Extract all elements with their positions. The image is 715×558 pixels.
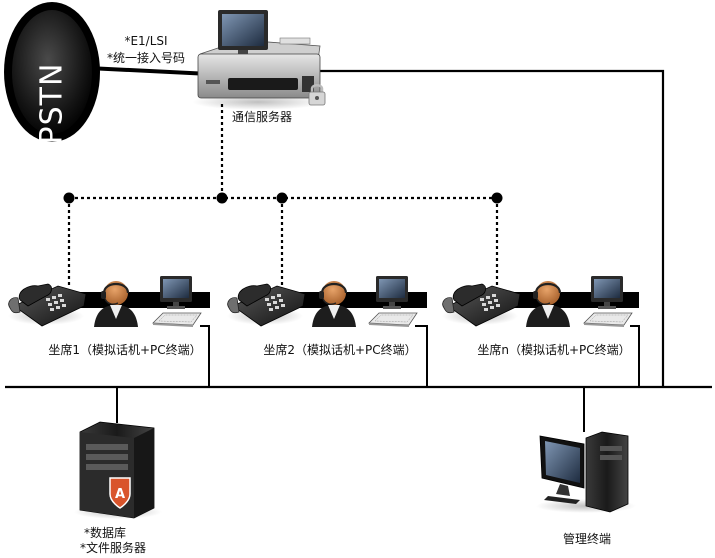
pstn-cloud-icon	[4, 2, 100, 142]
server-monitor	[218, 10, 268, 54]
telephone-icon	[7, 283, 87, 327]
trunk-label-e1: *E1/LSI	[124, 34, 168, 48]
db-badge: A	[109, 477, 131, 509]
database-server-icon: A	[74, 421, 162, 519]
telephone-icon	[226, 283, 306, 327]
voice-dotted-lines	[67, 104, 499, 288]
communication-server-icon	[192, 10, 324, 110]
db-label-fileserver: *文件服务器	[80, 541, 147, 555]
db-label-database: *数据库	[84, 526, 127, 540]
agent2-drop-line	[415, 325, 428, 387]
svg-text:A: A	[115, 487, 125, 502]
mgmt-label: 管理终端	[562, 532, 612, 546]
agent3-label: 坐席n（模拟话机+PC终端）	[477, 343, 631, 357]
pstn-label: PSTN	[22, 28, 82, 178]
agent1-label: 坐席1（模拟话机+PC终端）	[48, 343, 202, 357]
network-lines	[5, 66, 712, 432]
telephone-icon	[441, 283, 521, 327]
pstn-text: PSTN	[34, 62, 70, 144]
keyboard-icon	[368, 312, 418, 328]
management-terminal-icon	[536, 431, 636, 513]
pstn-trunk-line	[88, 66, 210, 76]
server-label: 通信服务器	[231, 110, 293, 124]
agent3-drop-line	[630, 325, 640, 387]
keyboard-icon	[583, 312, 633, 328]
padlock-icon	[308, 84, 326, 106]
junction-dots	[63, 192, 503, 204]
trunk-label-number: *统一接入号码	[106, 51, 186, 65]
server-to-lan-line	[318, 69, 665, 387]
keyboard-icon	[152, 312, 202, 328]
agent1-drop-line	[200, 325, 210, 387]
agent2-label: 坐席2（模拟话机+PC终端）	[263, 343, 417, 357]
